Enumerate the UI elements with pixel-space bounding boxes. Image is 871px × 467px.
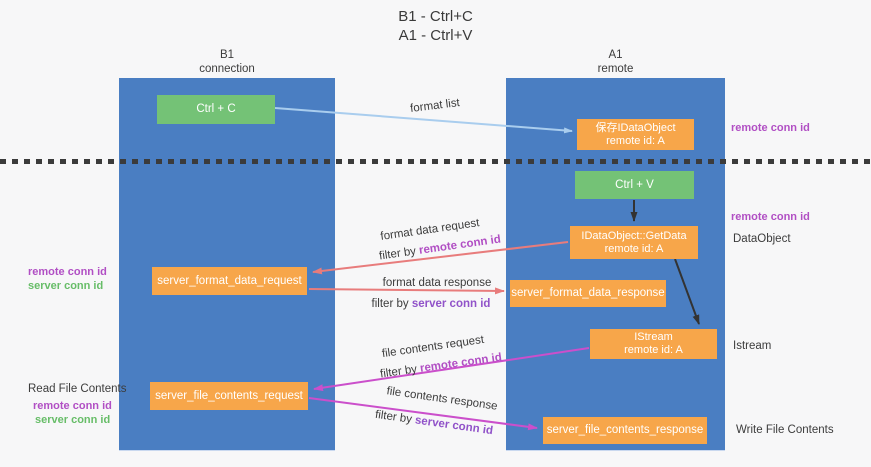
ctrl-c-label: Ctrl + C — [196, 103, 236, 115]
lane-b1-role: connection — [199, 63, 255, 75]
server-format-data-response-box: server_format_data_response — [510, 280, 666, 307]
remote-conn-id-text: remote conn id — [418, 233, 502, 257]
istream-title: IStream — [634, 331, 673, 343]
left-remote-conn-id-1: remote conn id — [28, 266, 107, 278]
filter-prefix: filter by — [378, 245, 417, 263]
page-title: B1 - Ctrl+C A1 - Ctrl+V — [0, 7, 871, 45]
server-file-contents-response-label: server_file_contents_response — [546, 424, 704, 436]
istream-subtitle: remote id: A — [624, 344, 683, 356]
format-data-response-arrow — [308, 287, 505, 295]
lane-a1-name: A1 — [608, 49, 623, 61]
getdata-title: IDataObject::GetData — [581, 229, 687, 242]
lane-a1-role: remote — [597, 63, 634, 75]
getdata-box: IDataObject::GetData remote id: A — [570, 226, 698, 259]
ctrl-c-box: Ctrl + C — [157, 95, 275, 124]
read-file-contents-label: Read File Contents — [28, 383, 127, 395]
format-list-label: format list — [409, 97, 461, 115]
left-remote-conn-id-2: remote conn id — [33, 400, 112, 412]
filter-prefix: filter by — [379, 363, 418, 381]
filter-by-server-1: filter by server conn id — [372, 298, 491, 310]
left-server-conn-id-1: server conn id — [28, 280, 104, 292]
format-data-response-label: format data response — [382, 277, 492, 289]
server-file-contents-request-label: server_file_contents_request — [155, 389, 303, 402]
save-dataobject-box: 保存IDataObject remote id: A — [577, 119, 694, 150]
filter-prefix: filter by — [374, 408, 413, 426]
title-line-1: B1 - Ctrl+C — [398, 8, 473, 25]
remote-conn-id-label-mid: remote conn id — [731, 211, 810, 223]
remote-conn-id-label-top: remote conn id — [731, 122, 810, 134]
getdata-subtitle: remote id: A — [604, 242, 664, 255]
title-line-2: A1 - Ctrl+V — [398, 27, 473, 44]
ctrl-v-label: Ctrl + V — [615, 178, 654, 191]
istream-label: Istream — [733, 340, 772, 352]
remote-conn-id-text: remote conn id — [419, 351, 503, 375]
server-format-data-request-box: server_format_data_request — [152, 267, 307, 295]
dashed-divider-line — [0, 159, 871, 164]
ctrl-v-box: Ctrl + V — [575, 171, 694, 199]
save-dataobject-title: 保存IDataObject — [595, 121, 676, 134]
lane-header-b1: B1 connection — [119, 48, 335, 76]
server-format-data-response-label: server_format_data_response — [511, 287, 665, 299]
lane-header-a1: A1 remote — [506, 48, 725, 76]
server-conn-id-text: server conn id — [414, 414, 494, 438]
left-server-conn-id-2: server conn id — [35, 414, 111, 426]
istream-box: IStream remote id: A — [590, 329, 717, 359]
filter-prefix: filter by — [371, 298, 409, 310]
save-dataobject-subtitle: remote id: A — [606, 134, 665, 147]
write-file-contents-label: Write File Contents — [736, 424, 834, 436]
server-file-contents-request-box: server_file_contents_request — [150, 382, 308, 410]
lane-b1-name: B1 — [219, 49, 235, 61]
server-format-data-request-label: server_format_data_request — [157, 274, 302, 287]
dataobject-label: DataObject — [733, 233, 791, 245]
server-conn-id-text: server conn id — [411, 298, 491, 310]
filter-by-server-2: filter by server conn id — [374, 409, 493, 437]
server-file-contents-response-box: server_file_contents_response — [543, 417, 707, 444]
file-contents-response-label: file contents response — [385, 385, 499, 413]
